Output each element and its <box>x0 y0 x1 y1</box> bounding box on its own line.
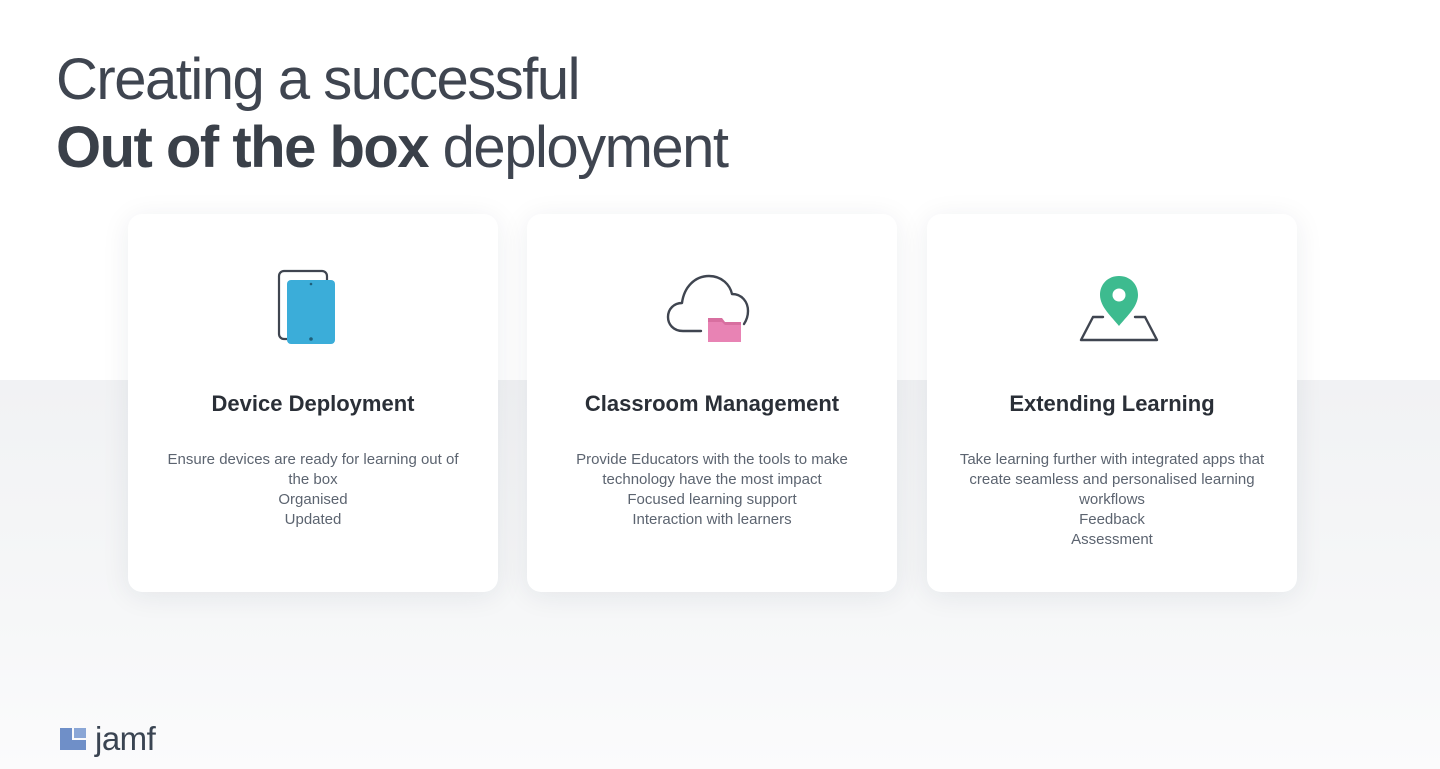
jamf-logo-icon <box>58 726 88 752</box>
title-line-2: Out of the box deployment <box>56 114 729 182</box>
cloud-folder-icon <box>662 266 762 356</box>
card-device-deployment: Device Deployment Ensure devices are rea… <box>128 214 498 592</box>
card-line: Organised <box>278 491 348 508</box>
page-title: Creating a successful Out of the box dep… <box>56 46 729 182</box>
card-extending-learning: Extending Learning Take learning further… <box>927 214 1297 592</box>
card-description: Ensure devices are ready for learning ou… <box>160 450 466 530</box>
card-description: Provide Educators with the tools to make… <box>559 450 865 530</box>
card-line: Assessment <box>1071 531 1153 548</box>
tablet-icon <box>263 266 363 356</box>
title-emphasis: Out of the box <box>56 115 430 180</box>
title-line-1: Creating a successful <box>56 47 580 112</box>
card-line: Feedback <box>1079 511 1145 528</box>
card-line: Interaction with learners <box>632 511 792 528</box>
jamf-logo: jamf <box>58 720 156 757</box>
card-line: Updated <box>284 511 342 528</box>
card-line: Focused learning support <box>627 491 797 508</box>
card-classroom-management: Classroom Management Provide Educators w… <box>527 214 897 592</box>
card-description: Take learning further with integrated ap… <box>959 450 1265 550</box>
jamf-logo-text: jamf <box>95 720 156 757</box>
card-title: Device Deployment <box>211 391 415 416</box>
title-rest: deployment <box>428 115 729 180</box>
card-line: Take learning further with integrated ap… <box>959 451 1265 508</box>
map-pin-icon <box>1062 266 1162 356</box>
card-title: Classroom Management <box>584 391 840 416</box>
card-title: Extending Learning <box>1009 391 1215 416</box>
card-line: Provide Educators with the tools to make… <box>576 451 848 488</box>
card-line: Ensure devices are ready for learning ou… <box>167 451 459 488</box>
